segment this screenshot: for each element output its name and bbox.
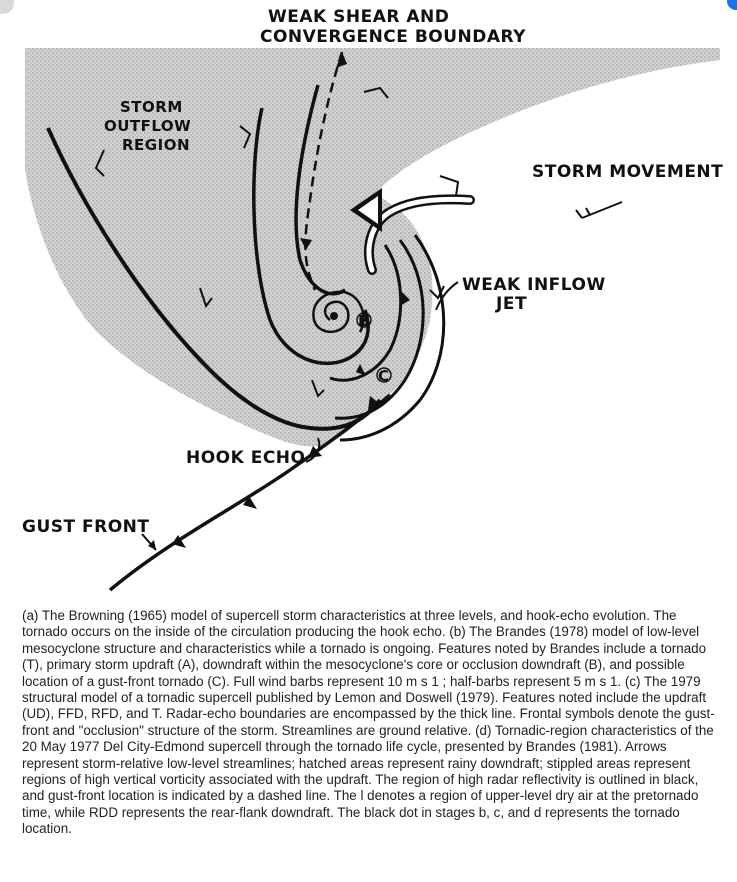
streamline-3 [339, 234, 446, 442]
label-storm-outflow-1: STORM [120, 98, 183, 116]
label-weak-shear-1: WEAK SHEAR AND [268, 7, 449, 27]
occlusion-triangle-3 [300, 238, 312, 250]
occlusion-triangle-1 [400, 292, 410, 306]
label-weak-inflow-1: WEAK INFLOW [462, 275, 606, 295]
wind-barb-outflow [94, 125, 252, 309]
wind-barb-inflow [311, 86, 460, 398]
gust-front-triangle-4 [368, 396, 380, 410]
hook-curve-upper [294, 84, 346, 296]
wind-barb-storm-movement [575, 201, 623, 219]
gust-front-triangle-3 [308, 446, 322, 458]
corner-artifact [0, 0, 14, 14]
outflow-boundary-outer [46, 127, 382, 431]
gust-front-triangle-1 [172, 535, 186, 548]
label-weak-inflow-2: JET [495, 294, 527, 314]
streamline-1 [329, 244, 403, 382]
streamline-2 [334, 239, 425, 420]
gust-front-line [108, 393, 392, 592]
vortex-spiral [312, 290, 365, 333]
label-storm-outflow-2: OUTFLOW [104, 117, 191, 135]
label-point-c: C [378, 367, 390, 385]
label-storm-outflow-3: REGION [122, 136, 190, 154]
label-gust-front: GUST FRONT [22, 517, 150, 537]
tornado-dot [330, 312, 338, 320]
label-hook-echo: HOOK ECHO [186, 448, 306, 468]
hook-curve-inner [252, 107, 370, 365]
gust-front-triangle-2 [243, 496, 257, 509]
convergence-boundary-dashed [304, 51, 344, 291]
point-c-marker [376, 367, 392, 383]
occlusion-triangle-2 [356, 364, 366, 376]
label-storm-movement: STORM MOVEMENT [532, 162, 723, 182]
corner-notification-dot [727, 0, 737, 10]
figure-caption: (a) The Browning (1965) model of superce… [22, 608, 715, 837]
point-b-marker [356, 312, 372, 328]
label-point-b: B [358, 312, 370, 330]
supercell-diagram: WEAK SHEAR AND CONVERGENCE BOUNDARY STOR… [22, 7, 723, 592]
label-weak-shear-2: CONVERGENCE BOUNDARY [260, 27, 526, 47]
inflow-jet-pointer [435, 281, 459, 311]
hook-echo-pointer [305, 437, 321, 463]
